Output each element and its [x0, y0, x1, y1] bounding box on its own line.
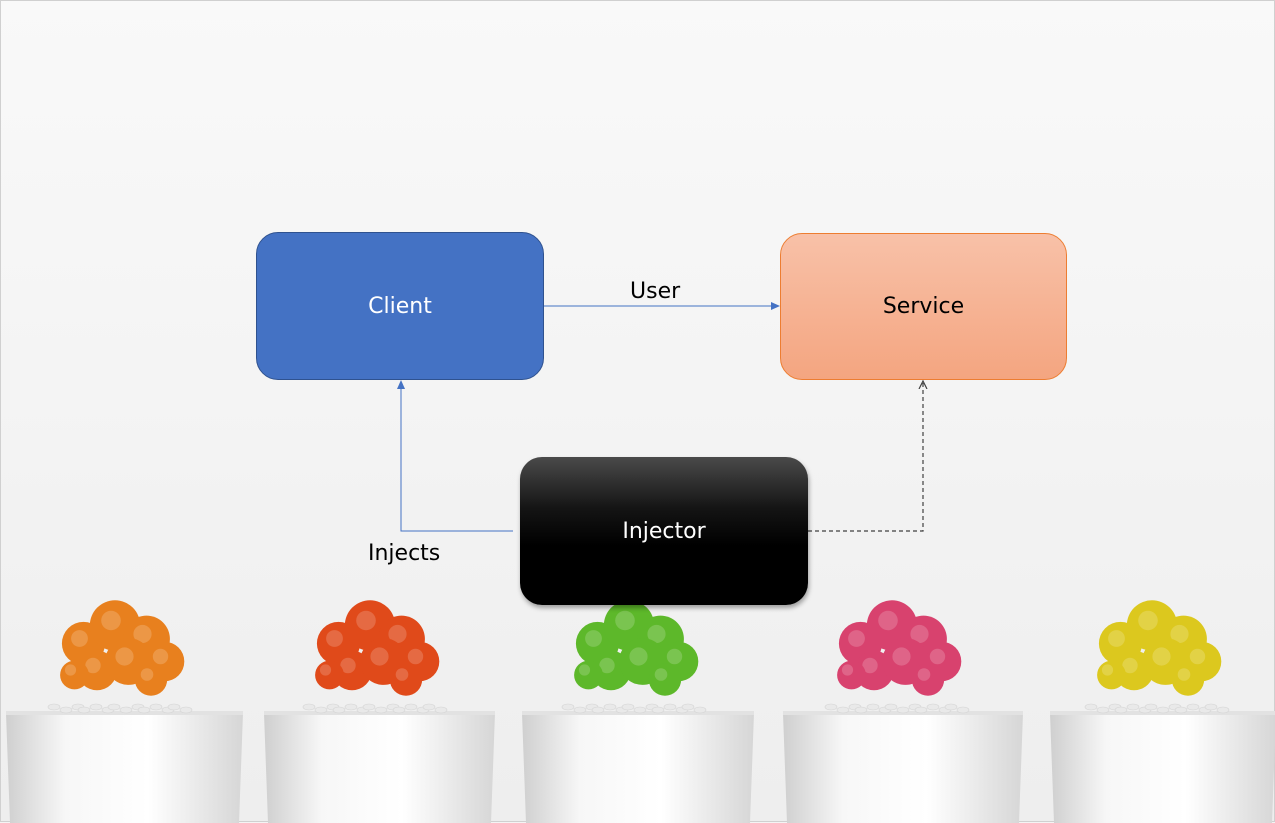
- red-cactus-pot: [264, 600, 495, 823]
- injector-node[interactable]: Injector: [520, 457, 808, 605]
- service-node[interactable]: Service: [780, 233, 1067, 380]
- client-label: Client: [368, 293, 432, 319]
- yellow-cactus-pot: [1050, 600, 1275, 823]
- orange-cactus-pot: [6, 600, 243, 823]
- service-dependency-arrow: [808, 381, 923, 532]
- client-node[interactable]: Client: [256, 232, 544, 380]
- injector-label: Injector: [622, 518, 706, 544]
- user-edge-label: User: [630, 279, 681, 304]
- service-label: Service: [882, 294, 965, 319]
- injects-edge-label: Injects: [368, 541, 441, 566]
- green-cactus-pot: [522, 600, 754, 823]
- injects-arrow: [397, 380, 513, 532]
- pink-cactus-pot: [783, 600, 1023, 823]
